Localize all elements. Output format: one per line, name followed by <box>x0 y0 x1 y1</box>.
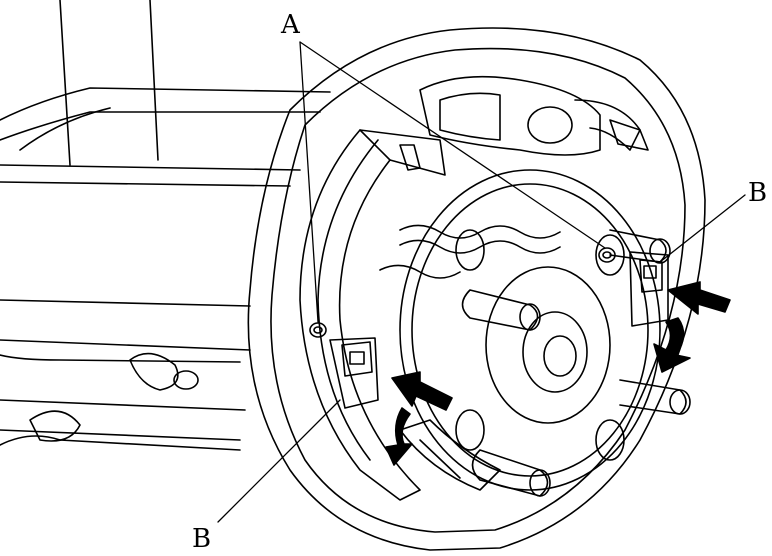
wheel-hub <box>399 169 661 491</box>
left-brake-shoe <box>299 129 446 501</box>
wheel-studs <box>461 229 691 497</box>
vehicle-frame <box>0 0 331 451</box>
hold-down-pin-right <box>598 247 616 263</box>
leader-lines <box>217 41 746 523</box>
wheel-cylinder <box>419 75 649 156</box>
callout-label-b-left: B <box>192 524 212 554</box>
shoe-hold-down-clip-left <box>329 337 379 409</box>
push-arrow-left <box>391 371 453 411</box>
push-arrow-right <box>667 281 731 315</box>
backing-plate <box>247 27 706 551</box>
callout-label-b-right: B <box>748 178 768 208</box>
callout-label-a: A <box>281 10 300 40</box>
shoe-hold-down-clip-right <box>629 251 669 327</box>
return-springs <box>379 224 561 279</box>
rotate-arrow-left <box>385 407 413 466</box>
lower-anchor <box>399 419 501 491</box>
hold-down-pin-left <box>309 322 327 338</box>
rotate-arrow-right <box>653 317 691 373</box>
